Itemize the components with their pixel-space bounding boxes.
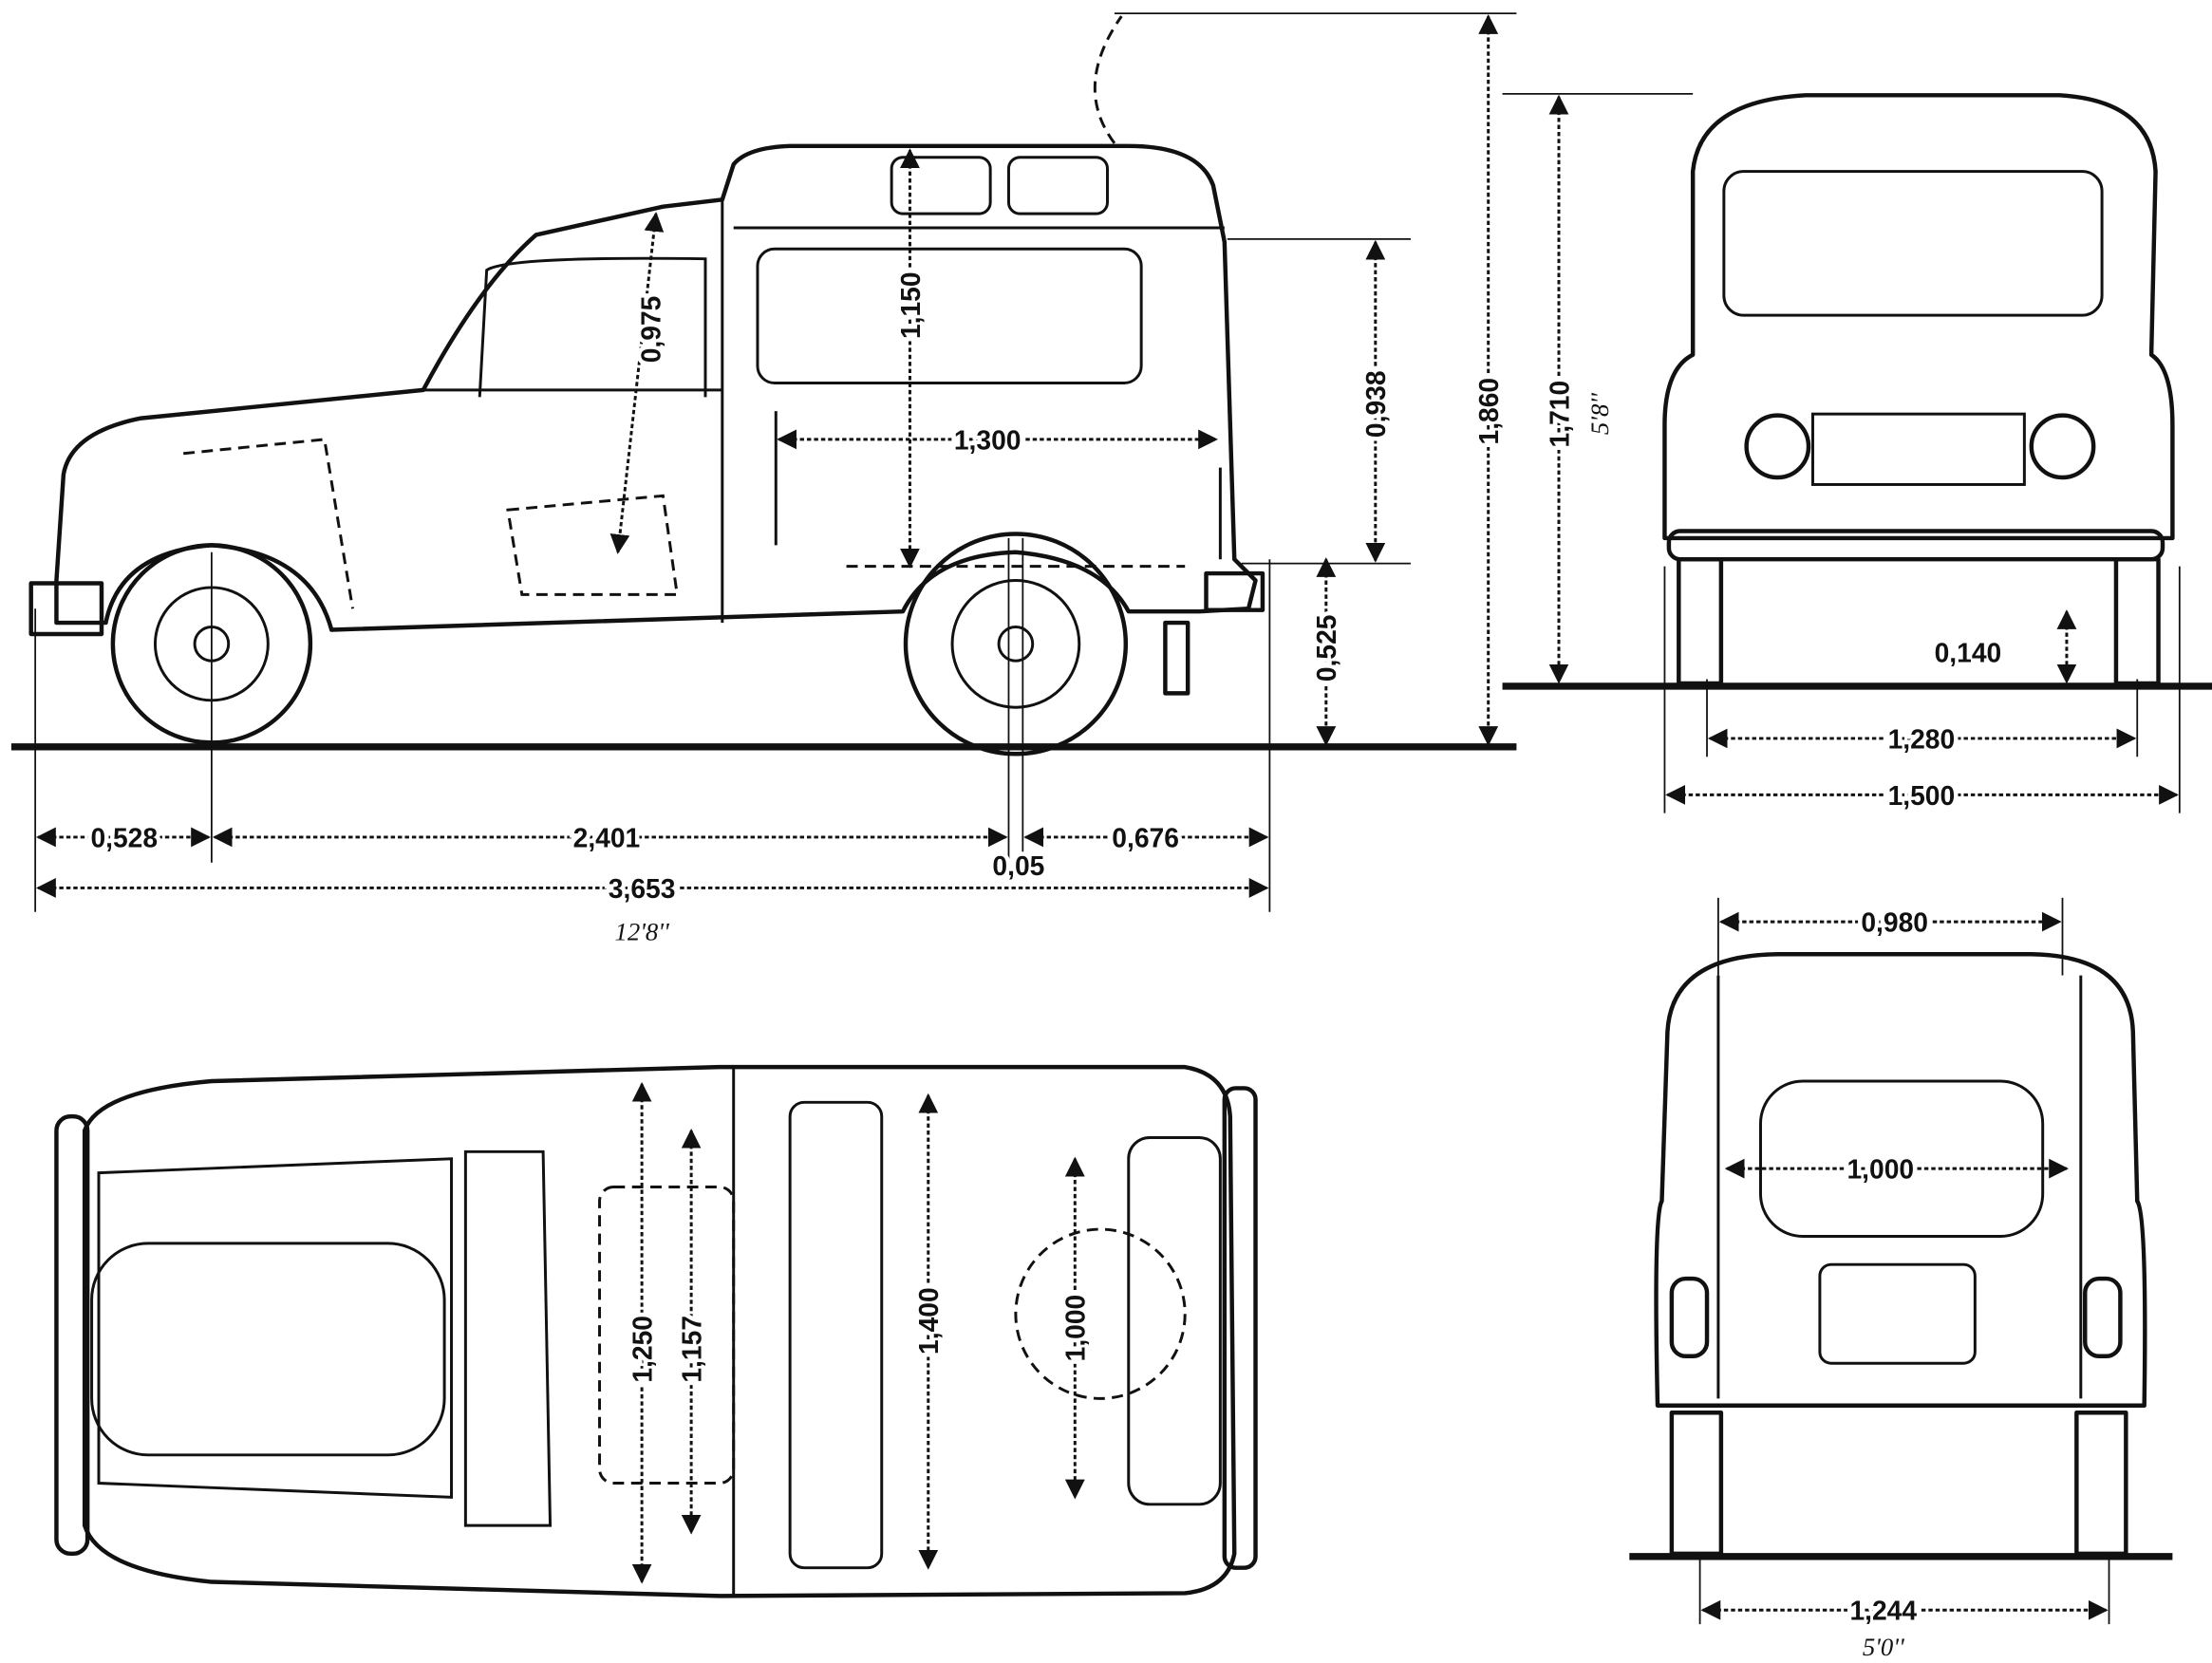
dim-seat-width: 1,157 xyxy=(677,1316,707,1383)
top-view: 1,250 1,157 1,400 1,000 xyxy=(54,1064,1258,1598)
rear-door-edges xyxy=(1716,975,2083,1399)
rear-bumper xyxy=(1204,570,1265,612)
dim-front-height: 1,710 xyxy=(1544,381,1574,448)
roof-rib xyxy=(788,1100,884,1570)
windscreen xyxy=(1722,170,2104,317)
dim-overall-width: 1,500 xyxy=(1888,780,1956,811)
spare-wheel xyxy=(1014,1227,1187,1400)
rear-wheel xyxy=(903,532,1129,757)
dim-wheel-arch-gap: 1,000 xyxy=(1060,1295,1091,1362)
dim-rear-overhang: 0,676 xyxy=(1112,822,1179,852)
side-cargo-window xyxy=(756,247,1143,384)
dim-rear-offset: 0,05 xyxy=(992,850,1044,881)
dim-cargo-width: 1,400 xyxy=(913,1287,944,1355)
mudflap xyxy=(1163,620,1190,696)
front-bumper xyxy=(1666,529,2165,562)
dim-ground-clearance: 0,140 xyxy=(1935,638,2002,668)
dim-roof-width: 0,980 xyxy=(1861,907,1928,938)
top-rear-bumper xyxy=(1222,1086,1258,1570)
rear-wheel-left xyxy=(1669,1410,1724,1557)
rear-window-top xyxy=(1127,1135,1222,1506)
headlight-left xyxy=(1744,413,1811,480)
side-view: 0,528 2,401 0,676 0,05 3,653 12'8'' 0,97… xyxy=(10,12,1517,948)
open-door-arc xyxy=(1093,15,1123,144)
tail-light-right xyxy=(2083,1276,2123,1359)
front-bumper xyxy=(28,581,104,637)
dim-front-overhang: 0,528 xyxy=(90,822,158,852)
rear-wheel-right xyxy=(2074,1410,2128,1557)
windscreen-top xyxy=(463,1149,553,1527)
bonnet-panel xyxy=(90,1242,446,1457)
dim-wheelbase: 2,401 xyxy=(573,822,641,852)
roof-window xyxy=(890,156,992,215)
license-plate xyxy=(1818,1262,1977,1365)
dim-cargo-length: 1,300 xyxy=(954,424,1022,455)
dim-overall-length-imperial: 12'8'' xyxy=(614,917,670,945)
dim-front-track: 1,280 xyxy=(1888,723,1956,754)
rear-view: 0,980 1,000 1,244 5'0'' xyxy=(1629,897,2173,1663)
front-wheel-left xyxy=(1677,556,1724,686)
dim-cabin-width: 1,250 xyxy=(628,1316,658,1383)
side-door-window xyxy=(422,199,724,624)
seat-outline xyxy=(598,1185,736,1485)
dim-front-height-imperial: 5'8'' xyxy=(1585,392,1614,435)
side-body-outline xyxy=(54,143,1258,632)
tail-light-left xyxy=(1669,1276,1710,1359)
top-body-outline xyxy=(82,1064,1237,1598)
dim-rear-door-width: 1,000 xyxy=(1846,1154,1914,1185)
headlight-right xyxy=(2029,413,2096,480)
dim-overall-length: 3,653 xyxy=(609,873,676,904)
dim-rear-door-height: 0,938 xyxy=(1360,370,1391,438)
front-grille xyxy=(1810,412,2026,486)
rear-body-outline xyxy=(1654,952,2147,1409)
dim-cabin-height: 0,975 xyxy=(635,296,665,364)
dim-rear-track-imperial: 5'0'' xyxy=(1863,1633,1905,1661)
dim-rear-track: 1,244 xyxy=(1849,1596,1917,1626)
top-front-bumper xyxy=(54,1113,90,1557)
dim-load-sill-height: 0,525 xyxy=(1311,615,1341,682)
roof-window xyxy=(1006,156,1109,215)
dim-height-door-open: 1,860 xyxy=(1473,378,1504,445)
bonnet xyxy=(97,1157,453,1499)
front-body-outline xyxy=(1662,93,2175,541)
front-wheel-right xyxy=(2113,556,2161,686)
side-cargo-panel xyxy=(733,226,1225,560)
front-view: 1,710 5'8'' 0,140 1,280 1,500 xyxy=(1502,92,2212,814)
dim-cargo-height: 1,150 xyxy=(895,271,926,339)
